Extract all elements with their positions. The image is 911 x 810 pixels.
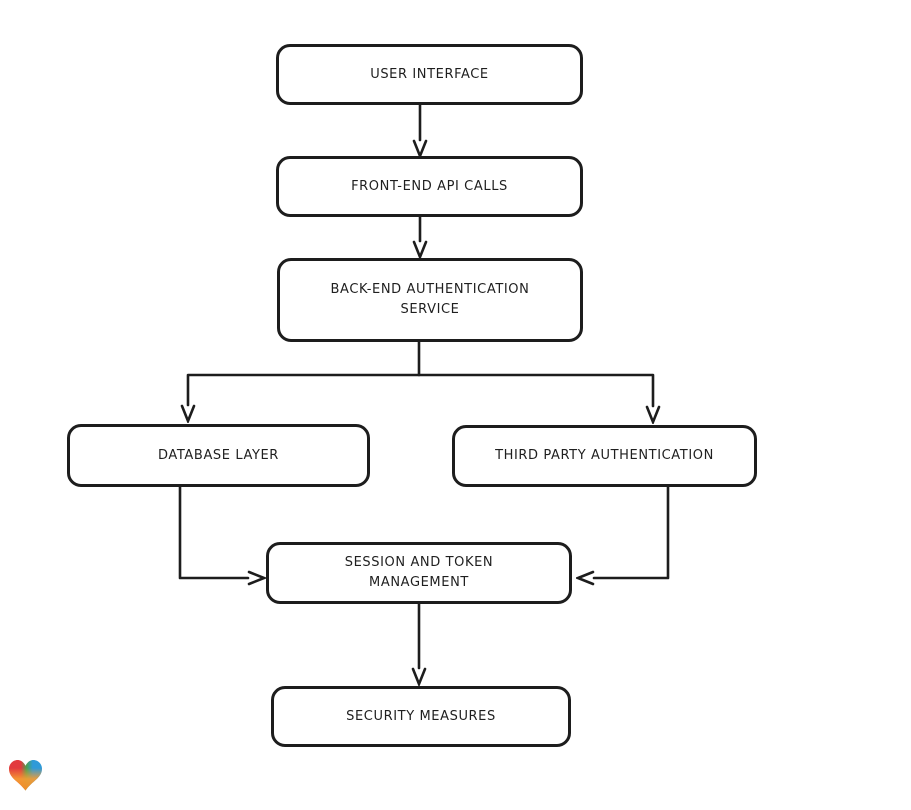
edge-third-party-to-session xyxy=(594,485,670,578)
node-database-layer[interactable]: DATABASE LAYER xyxy=(67,424,370,487)
node-back-end-authentication-service-label: BACK-END AUTHENTICATION SERVICE xyxy=(330,282,530,317)
edge-back-end-to-third-party xyxy=(417,373,653,406)
node-security-measures[interactable]: SECURITY MEASURES xyxy=(271,686,571,747)
node-user-interface-label: USER INTERFACE xyxy=(370,66,489,82)
node-back-end-authentication-service[interactable]: BACK-END AUTHENTICATION SERVICE xyxy=(277,258,583,342)
heart-shape-overlay xyxy=(9,760,42,791)
edge-database-layer-to-session xyxy=(178,485,248,578)
node-session-and-token-management-label: SESSION AND TOKEN MANAGEMENT xyxy=(344,555,494,590)
node-third-party-authentication-label: THIRD PARTY AUTHENTICATION xyxy=(495,448,714,463)
node-front-end-api-calls-label: FRONT-END API CALLS xyxy=(351,178,508,194)
node-database-layer-label: DATABASE LAYER xyxy=(158,447,279,463)
node-security-measures-label: SECURITY MEASURES xyxy=(346,708,496,724)
node-front-end-api-calls[interactable]: FRONT-END API CALLS xyxy=(276,156,583,217)
edge-back-end-to-database-layer xyxy=(188,340,421,405)
node-session-and-token-management[interactable]: SESSION AND TOKEN MANAGEMENT xyxy=(266,542,572,604)
node-user-interface[interactable]: USER INTERFACE xyxy=(276,44,583,105)
heart-logo[interactable] xyxy=(9,760,42,791)
node-third-party-authentication[interactable]: THIRD PARTY AUTHENTICATION xyxy=(452,425,757,487)
